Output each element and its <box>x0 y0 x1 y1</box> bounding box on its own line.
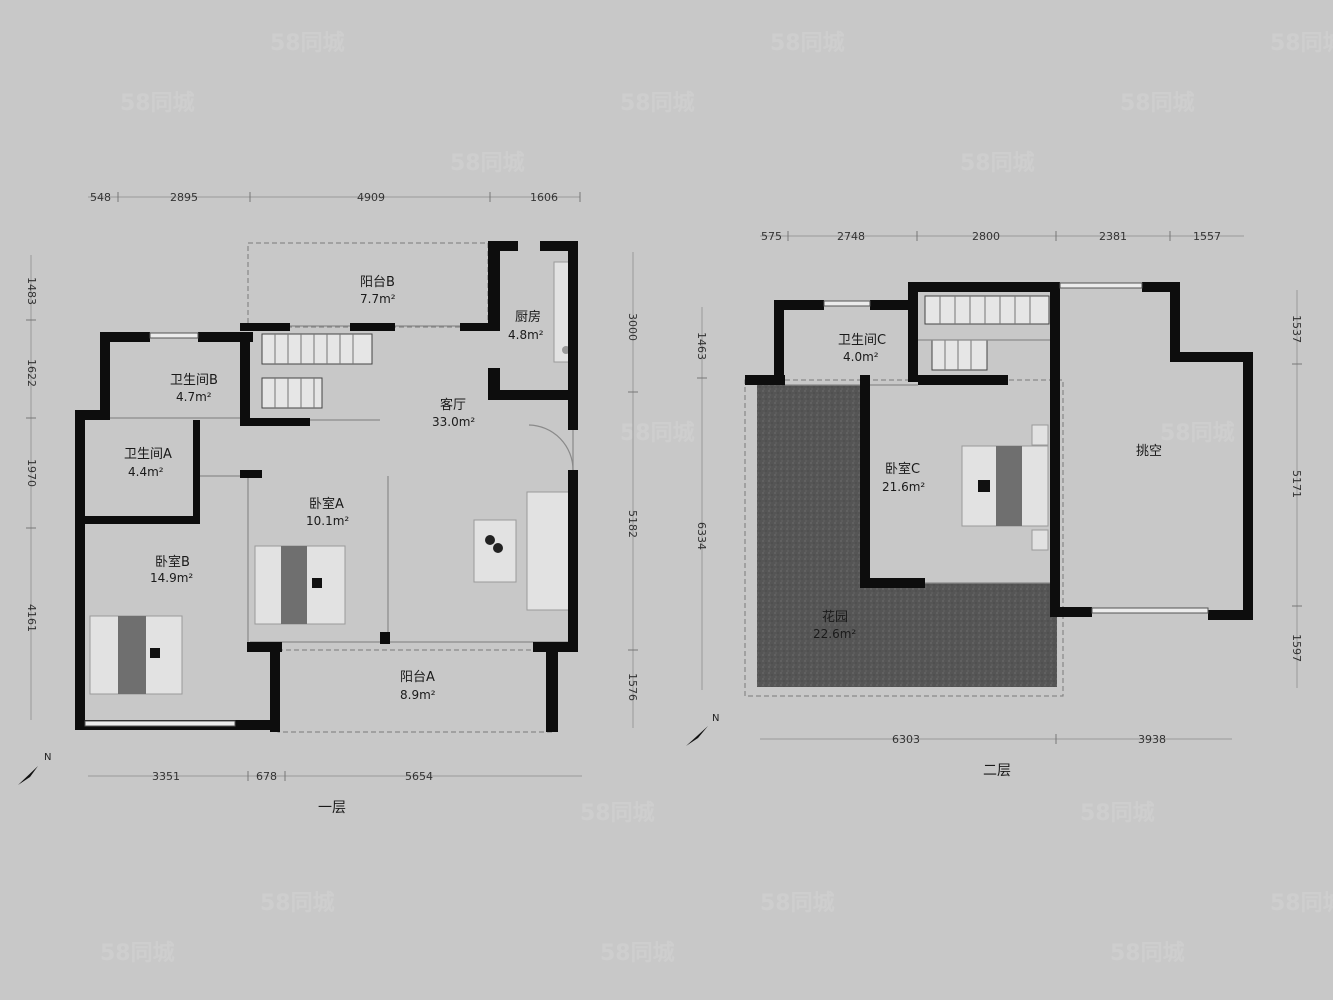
room-area-garden: 22.6m² <box>813 627 856 641</box>
room-name-bath-a: 卫生间A <box>124 447 172 462</box>
room-area-balcony-a: 8.9m² <box>400 688 436 702</box>
compass-icon: N <box>18 752 51 785</box>
dimension-label: 2381 <box>1099 230 1127 243</box>
watermark-text: 58同城 <box>270 30 345 56</box>
dimension-label: 4909 <box>357 191 385 204</box>
watermark-text: 58同城 <box>100 940 175 966</box>
dimension-label: 2748 <box>837 230 865 243</box>
dimension-label: 1537 <box>1290 315 1303 343</box>
watermark-layer: 58同城 58同城 58同城 58同城 58同城 58同城 58同城 58同城 … <box>100 30 1333 966</box>
dimension-label: 2895 <box>170 191 198 204</box>
floor-2-plan: 575 2748 2800 2381 1557 6303 3938 1463 6… <box>686 230 1303 779</box>
floor-2-staircase <box>924 295 1050 371</box>
dimension-label: 3351 <box>152 770 180 783</box>
watermark-text: 58同城 <box>1270 30 1333 56</box>
room-name-balcony-b: 阳台B <box>360 275 395 290</box>
garden-outline <box>744 379 1064 697</box>
floor-2-room-labels: 卫生间C 4.0m² 卧室C 21.6m² 挑空 花园 22.6m² <box>813 333 1162 641</box>
window <box>84 720 236 727</box>
window <box>1059 282 1143 289</box>
watermark-text: 58同城 <box>1080 800 1155 826</box>
floor-1-staircase <box>261 333 373 409</box>
room-area-bed-a: 10.1m² <box>306 514 349 528</box>
room-area-living: 33.0m² <box>432 415 475 429</box>
watermark-text: 58同城 <box>770 30 845 56</box>
floor-1-room-labels: 阳台B 7.7m² 厨房 4.8m² 卫生间B 4.7m² 客厅 33.0m² … <box>124 275 544 702</box>
floor-2-title: 二层 <box>983 763 1011 779</box>
dimension-label: 1463 <box>695 332 708 360</box>
dimension-label: 1597 <box>1290 634 1303 662</box>
watermark-text: 58同城 <box>1110 940 1185 966</box>
room-name-bed-a: 卧室A <box>309 496 344 512</box>
room-name-bath-b: 卫生间B <box>170 373 218 388</box>
floor-2-furniture <box>961 424 1049 551</box>
dimension-label: 3938 <box>1138 733 1166 746</box>
compass-label: N <box>712 713 719 724</box>
room-area-bath-a: 4.4m² <box>128 465 164 479</box>
room-area-bath-c: 4.0m² <box>843 350 879 364</box>
dimension-label: 575 <box>761 230 782 243</box>
room-area-balcony-b: 7.7m² <box>360 292 396 306</box>
sofa <box>526 491 570 611</box>
compass-label: N <box>44 752 51 763</box>
watermark-text: 58同城 <box>1160 420 1235 446</box>
room-name-living: 客厅 <box>440 397 466 413</box>
watermark-text: 58同城 <box>1270 890 1333 916</box>
dimension-label: 6334 <box>695 522 708 550</box>
floor-1-dimensions: 548 2895 4909 1606 3351 678 5654 1483 16… <box>25 191 639 783</box>
room-area-bed-c: 21.6m² <box>882 480 925 494</box>
dimension-label: 3000 <box>626 313 639 341</box>
room-name-bed-b: 卧室B <box>155 554 190 570</box>
dimension-label: 5654 <box>405 770 433 783</box>
watermark-text: 58同城 <box>260 890 335 916</box>
watermark-text: 58同城 <box>580 800 655 826</box>
room-area-bed-b: 14.9m² <box>150 571 193 585</box>
floor-1-furniture <box>89 261 573 695</box>
dimension-label: 4161 <box>25 604 38 632</box>
window <box>1091 607 1209 614</box>
dimension-label: 1576 <box>626 673 639 701</box>
dimension-label: 6303 <box>892 733 920 746</box>
floor-1-plan: 548 2895 4909 1606 3351 678 5654 1483 16… <box>18 191 639 816</box>
watermark-text: 58同城 <box>760 890 835 916</box>
dimension-label: 1557 <box>1193 230 1221 243</box>
room-name-kitchen: 厨房 <box>515 309 541 325</box>
watermark-text: 58同城 <box>120 90 195 116</box>
floor-2-walls <box>745 282 1253 620</box>
dimension-label: 1970 <box>25 459 38 487</box>
compass-icon: N <box>686 713 719 746</box>
dimension-label: 5182 <box>626 510 639 538</box>
room-name-void: 挑空 <box>1136 444 1162 459</box>
garden-lawn <box>865 583 1057 687</box>
watermark-text: 58同城 <box>1120 90 1195 116</box>
dimension-label: 678 <box>256 770 277 783</box>
room-area-kitchen: 4.8m² <box>508 328 544 342</box>
watermark-text: 58同城 <box>620 420 695 446</box>
watermark-text: 58同城 <box>450 150 525 176</box>
room-area-bath-b: 4.7m² <box>176 390 212 404</box>
floor-1-title: 一层 <box>318 800 346 816</box>
room-name-balcony-a: 阳台A <box>400 670 435 685</box>
watermark-text: 58同城 <box>620 90 695 116</box>
floor-2-dimensions: 575 2748 2800 2381 1557 6303 3938 1463 6… <box>695 230 1303 746</box>
watermark-text: 58同城 <box>600 940 675 966</box>
watermark-text: 58同城 <box>960 150 1035 176</box>
dimension-label: 2800 <box>972 230 1000 243</box>
dimension-label: 1606 <box>530 191 558 204</box>
room-name-bed-c: 卧室C <box>885 461 920 477</box>
garden-lawn <box>757 385 865 687</box>
dimension-label: 548 <box>90 191 111 204</box>
window <box>149 332 199 339</box>
room-name-bath-c: 卫生间C <box>838 333 886 348</box>
dimension-label: 1483 <box>25 277 38 305</box>
window <box>823 300 871 307</box>
dimension-label: 1622 <box>25 359 38 387</box>
dimension-label: 5171 <box>1290 470 1303 498</box>
room-name-garden: 花园 <box>822 609 848 625</box>
